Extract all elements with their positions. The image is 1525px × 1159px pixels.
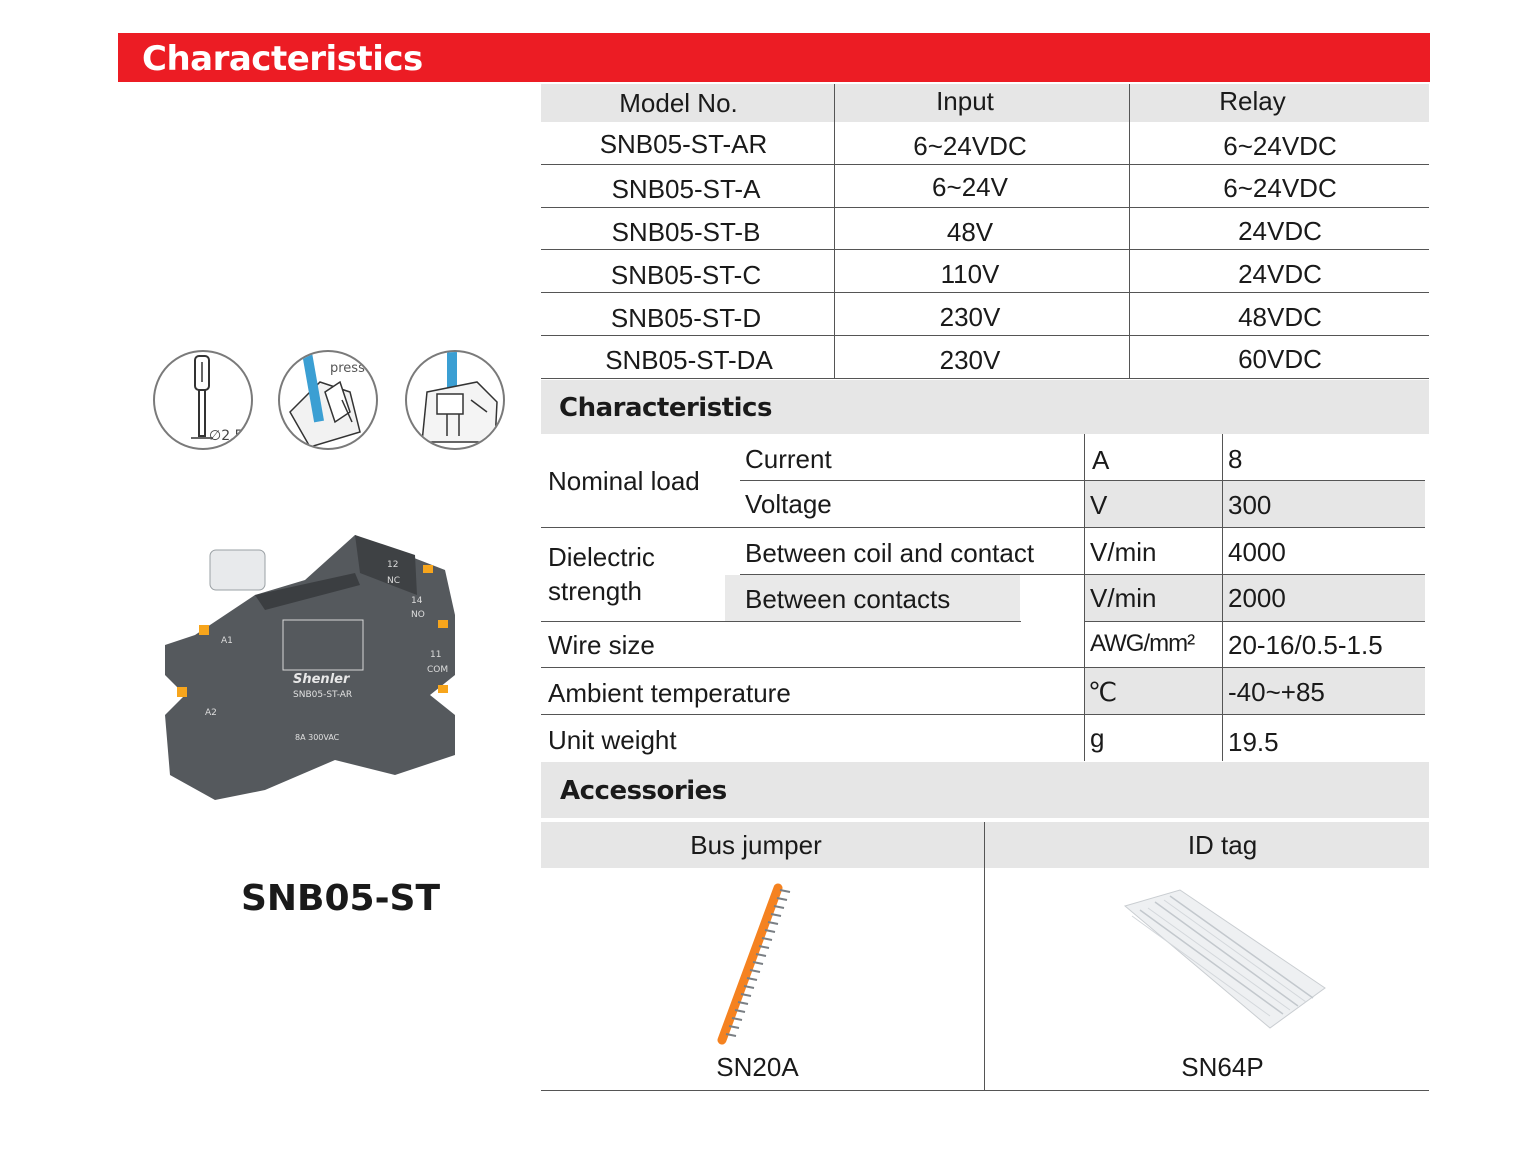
coil-contact-value: 4000 (1228, 537, 1286, 567)
terminal-com: COM (427, 665, 448, 675)
contacts-unit: V/min (1090, 583, 1157, 613)
current-value: 8 (1228, 444, 1243, 474)
coil-contact-label: Between coil and contact (745, 538, 1035, 568)
rating-mark: 8A 300VAC (295, 733, 340, 742)
bus-jumper-code: SN20A (716, 1052, 799, 1082)
id-tag-code: SN64P (1181, 1052, 1264, 1082)
relay-cell: 6~24VDC (1223, 131, 1337, 161)
dielectric-label-line2: strength (548, 576, 642, 606)
terminal-a2: A2 (205, 708, 217, 718)
input-cell: 110V (940, 259, 1000, 289)
diameter-label: ∅2.5 (209, 428, 243, 444)
bus-jumper-image (700, 880, 800, 1050)
wire-size-value: 20-16/0.5-1.5 (1228, 630, 1383, 660)
header-model: Model No. (619, 88, 738, 118)
model-mark: SNB05-ST-AR (293, 690, 352, 700)
current-label: Current (745, 444, 832, 474)
id-tag-image (1120, 888, 1330, 1033)
product-name: SNB05-ST (241, 878, 441, 919)
model-cell: SNB05-ST-D (610, 303, 762, 333)
section-banner: Characteristics (118, 33, 1430, 82)
terminal-no: NO (411, 610, 425, 620)
header-input: Input (936, 86, 994, 116)
screwdriver-illustration: ∅2.5 (153, 350, 253, 450)
input-cell: 6~24V (932, 172, 1008, 202)
press-label: press (330, 361, 365, 376)
model-cell: SNB05-ST-AR (599, 129, 768, 159)
voltage-label: Voltage (745, 489, 832, 519)
ambient-unit: ℃ (1088, 677, 1118, 707)
accessories-title: Accessories (560, 776, 727, 806)
relay-cell: 24VDC (1238, 216, 1322, 246)
terminal-11: 11 (430, 650, 441, 660)
relay-cell: 6~24VDC (1223, 173, 1337, 203)
model-cell: SNB05-ST-C (610, 260, 762, 290)
current-unit: A (1092, 445, 1110, 475)
contacts-value: 2000 (1228, 583, 1286, 613)
press-illustration: press (278, 350, 378, 450)
relay-cell: 60VDC (1238, 344, 1322, 374)
coil-contact-unit: V/min (1090, 537, 1157, 567)
wire-insert-illustration (405, 350, 505, 450)
relay-cell: 48VDC (1238, 302, 1322, 332)
ambient-value: -40~+85 (1228, 677, 1325, 707)
model-cell: SNB05-ST-A (611, 174, 761, 204)
id-tag-header: ID tag (1187, 830, 1258, 860)
model-cell: SNB05-ST-B (611, 217, 761, 247)
voltage-value: 300 (1228, 490, 1272, 520)
wire-size-unit: AWG/mm² (1090, 630, 1195, 657)
characteristics-title: Characteristics (559, 393, 772, 423)
header-relay: Relay (1219, 86, 1286, 116)
wire-size-label: Wire size (548, 630, 655, 660)
banner-title: Characteristics (142, 39, 423, 79)
weight-unit: g (1090, 723, 1105, 753)
model-cell: SNB05-ST-DA (605, 345, 773, 375)
brand-mark: Shenler (293, 672, 351, 687)
terminal-14: 14 (411, 596, 423, 606)
input-cell: 6~24VDC (913, 131, 1027, 161)
voltage-unit: V (1090, 490, 1108, 520)
input-cell: 230V (939, 345, 1001, 375)
nominal-load-label: Nominal load (548, 466, 700, 496)
relay-socket-image: Shenler SNB05-ST-AR 8A 300VAC 12 NC 14 N… (155, 525, 455, 810)
terminal-a1: A1 (221, 636, 233, 646)
bus-jumper-header: Bus jumper (690, 830, 822, 860)
contacts-label: Between contacts (745, 584, 951, 614)
relay-cell: 24VDC (1238, 259, 1322, 289)
input-cell: 48V (946, 217, 994, 247)
dielectric-label-line1: Dielectric (548, 542, 655, 572)
weight-label: Unit weight (548, 725, 677, 755)
input-cell: 230V (939, 302, 1001, 332)
weight-value: 19.5 (1228, 727, 1279, 757)
terminal-12: 12 (387, 560, 398, 570)
terminal-nc: NC (387, 576, 400, 586)
ambient-label: Ambient temperature (548, 678, 791, 708)
